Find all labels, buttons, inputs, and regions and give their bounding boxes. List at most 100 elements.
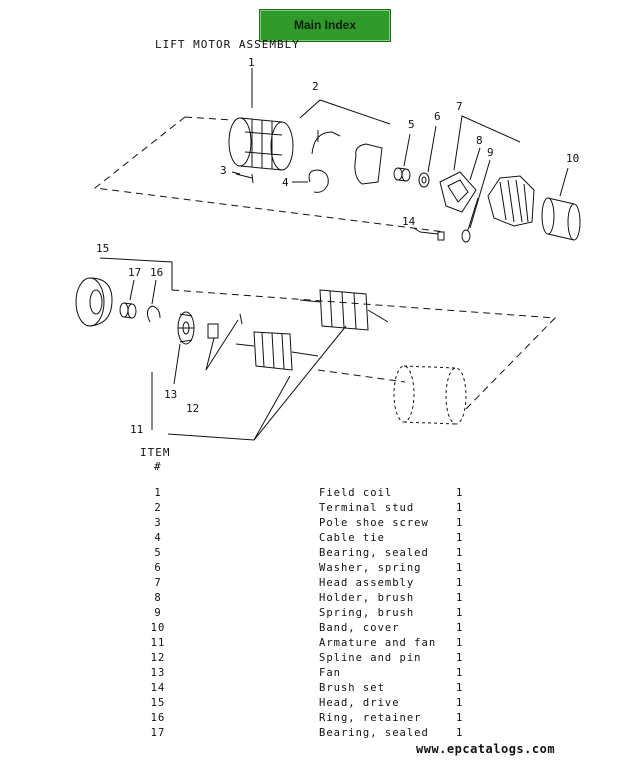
item-number: 2	[154, 502, 162, 514]
item-description: Pole shoe screw	[319, 517, 429, 529]
callout-12: 12	[186, 402, 199, 415]
item-quantity: 1	[456, 502, 464, 514]
item-description: Head, drive	[319, 697, 400, 709]
item-number: 5	[154, 547, 162, 559]
spring-washer-drawing	[418, 172, 430, 188]
pole-shoe-screw-drawing	[235, 173, 254, 184]
head-assembly-drawing	[487, 175, 535, 227]
item-number: 4	[154, 532, 162, 544]
callout-8: 8	[476, 134, 483, 147]
bearing-drawing	[393, 167, 411, 182]
item-number: 9	[154, 607, 162, 619]
item-description: Terminal stud	[319, 502, 415, 514]
drive-head-drawing	[75, 277, 113, 327]
item-number: 12	[150, 652, 166, 664]
callout-6: 6	[434, 110, 441, 123]
item-number: 10	[150, 622, 166, 634]
item-column-header: ITEM #	[140, 446, 171, 474]
item-quantity: 1	[456, 622, 464, 634]
field-coil-drawing	[228, 117, 294, 171]
callout-15: 15	[96, 242, 109, 255]
item-number: 1	[154, 487, 162, 499]
main-index-button[interactable]: Main Index	[259, 9, 391, 42]
leader-lines	[99, 68, 569, 441]
item-quantity: 1	[456, 547, 464, 559]
item-quantity: 1	[456, 532, 464, 544]
item-number: 7	[154, 577, 162, 589]
item-header-label: ITEM	[140, 446, 171, 459]
upper-axis-line	[184, 116, 233, 121]
item-number: 17	[150, 727, 166, 739]
item-number: 3	[154, 517, 162, 529]
callout-9: 9	[487, 146, 494, 159]
armature-drawing-upper	[299, 289, 389, 331]
armature-drawing-lower	[235, 331, 319, 371]
callout-17: 17	[128, 266, 141, 279]
item-description: Spring, brush	[319, 607, 415, 619]
callout-1: 1	[248, 56, 255, 69]
item-number: 6	[154, 562, 162, 574]
callout-7: 7	[456, 100, 463, 113]
item-quantity: 1	[456, 667, 464, 679]
item-number: 13	[150, 667, 166, 679]
item-quantity: 1	[456, 637, 464, 649]
brush-set-drawing	[419, 231, 445, 241]
item-number: 15	[150, 697, 166, 709]
terminal-stud-drawing	[311, 130, 383, 185]
footer-website-link[interactable]: www.epcatalogs.com	[416, 742, 556, 756]
spline-pin-drawing	[207, 313, 243, 339]
item-description: Washer, spring	[319, 562, 422, 574]
item-number: 11	[150, 637, 166, 649]
motor-frame-drawing	[393, 365, 467, 425]
item-quantity: 1	[456, 577, 464, 589]
item-description: Head assembly	[319, 577, 415, 589]
item-header-number-sign: #	[154, 460, 162, 473]
item-description: Brush set	[319, 682, 385, 694]
item-description: Cable tie	[319, 532, 385, 544]
brush-holder-drawing	[439, 171, 477, 213]
item-quantity: 1	[456, 727, 464, 739]
item-quantity: 1	[456, 652, 464, 664]
item-quantity: 1	[456, 517, 464, 529]
item-quantity: 1	[456, 487, 464, 499]
item-description: Fan	[319, 667, 341, 679]
callout-10: 10	[566, 152, 579, 165]
item-description: Band, cover	[319, 622, 400, 634]
brush-spring-drawing	[461, 197, 479, 243]
fan-drawing	[177, 311, 195, 345]
callout-11: 11	[130, 423, 143, 436]
upper-assembly-boundary	[93, 116, 446, 233]
item-quantity: 1	[456, 607, 464, 619]
callout-labels: 1 2 3 4 5 6 7 8 9 10 14 15 17 16 13 12 1…	[96, 56, 579, 436]
item-quantity: 1	[456, 682, 464, 694]
item-description: Ring, retainer	[319, 712, 422, 724]
drive-bearing-drawing	[119, 302, 137, 319]
item-number: 14	[150, 682, 166, 694]
lower-axis-line	[317, 369, 406, 383]
item-quantity: 1	[456, 712, 464, 724]
callout-16: 16	[150, 266, 163, 279]
document-title: LIFT MOTOR ASSEMBLY	[155, 38, 300, 51]
item-description: Spline and pin	[319, 652, 422, 664]
item-description: Field coil	[319, 487, 393, 499]
item-description: Holder, brush	[319, 592, 415, 604]
item-number: 16	[150, 712, 166, 724]
cable-tie-drawing	[308, 169, 329, 193]
item-quantity: 1	[456, 592, 464, 604]
callout-5: 5	[408, 118, 415, 131]
callout-4: 4	[282, 176, 289, 189]
retainer-ring-drawing	[146, 305, 161, 323]
item-quantity: 1	[456, 562, 464, 574]
item-quantity: 1	[456, 697, 464, 709]
lower-assembly-boundary	[171, 289, 557, 411]
item-description: Bearing, sealed	[319, 547, 429, 559]
cover-band-drawing	[541, 197, 581, 241]
callout-14: 14	[402, 215, 416, 228]
callout-3: 3	[220, 164, 227, 177]
callout-2: 2	[312, 80, 319, 93]
item-description: Armature and fan	[319, 637, 437, 649]
item-number: 8	[154, 592, 162, 604]
callout-13: 13	[164, 388, 177, 401]
item-description: Bearing, sealed	[319, 727, 429, 739]
